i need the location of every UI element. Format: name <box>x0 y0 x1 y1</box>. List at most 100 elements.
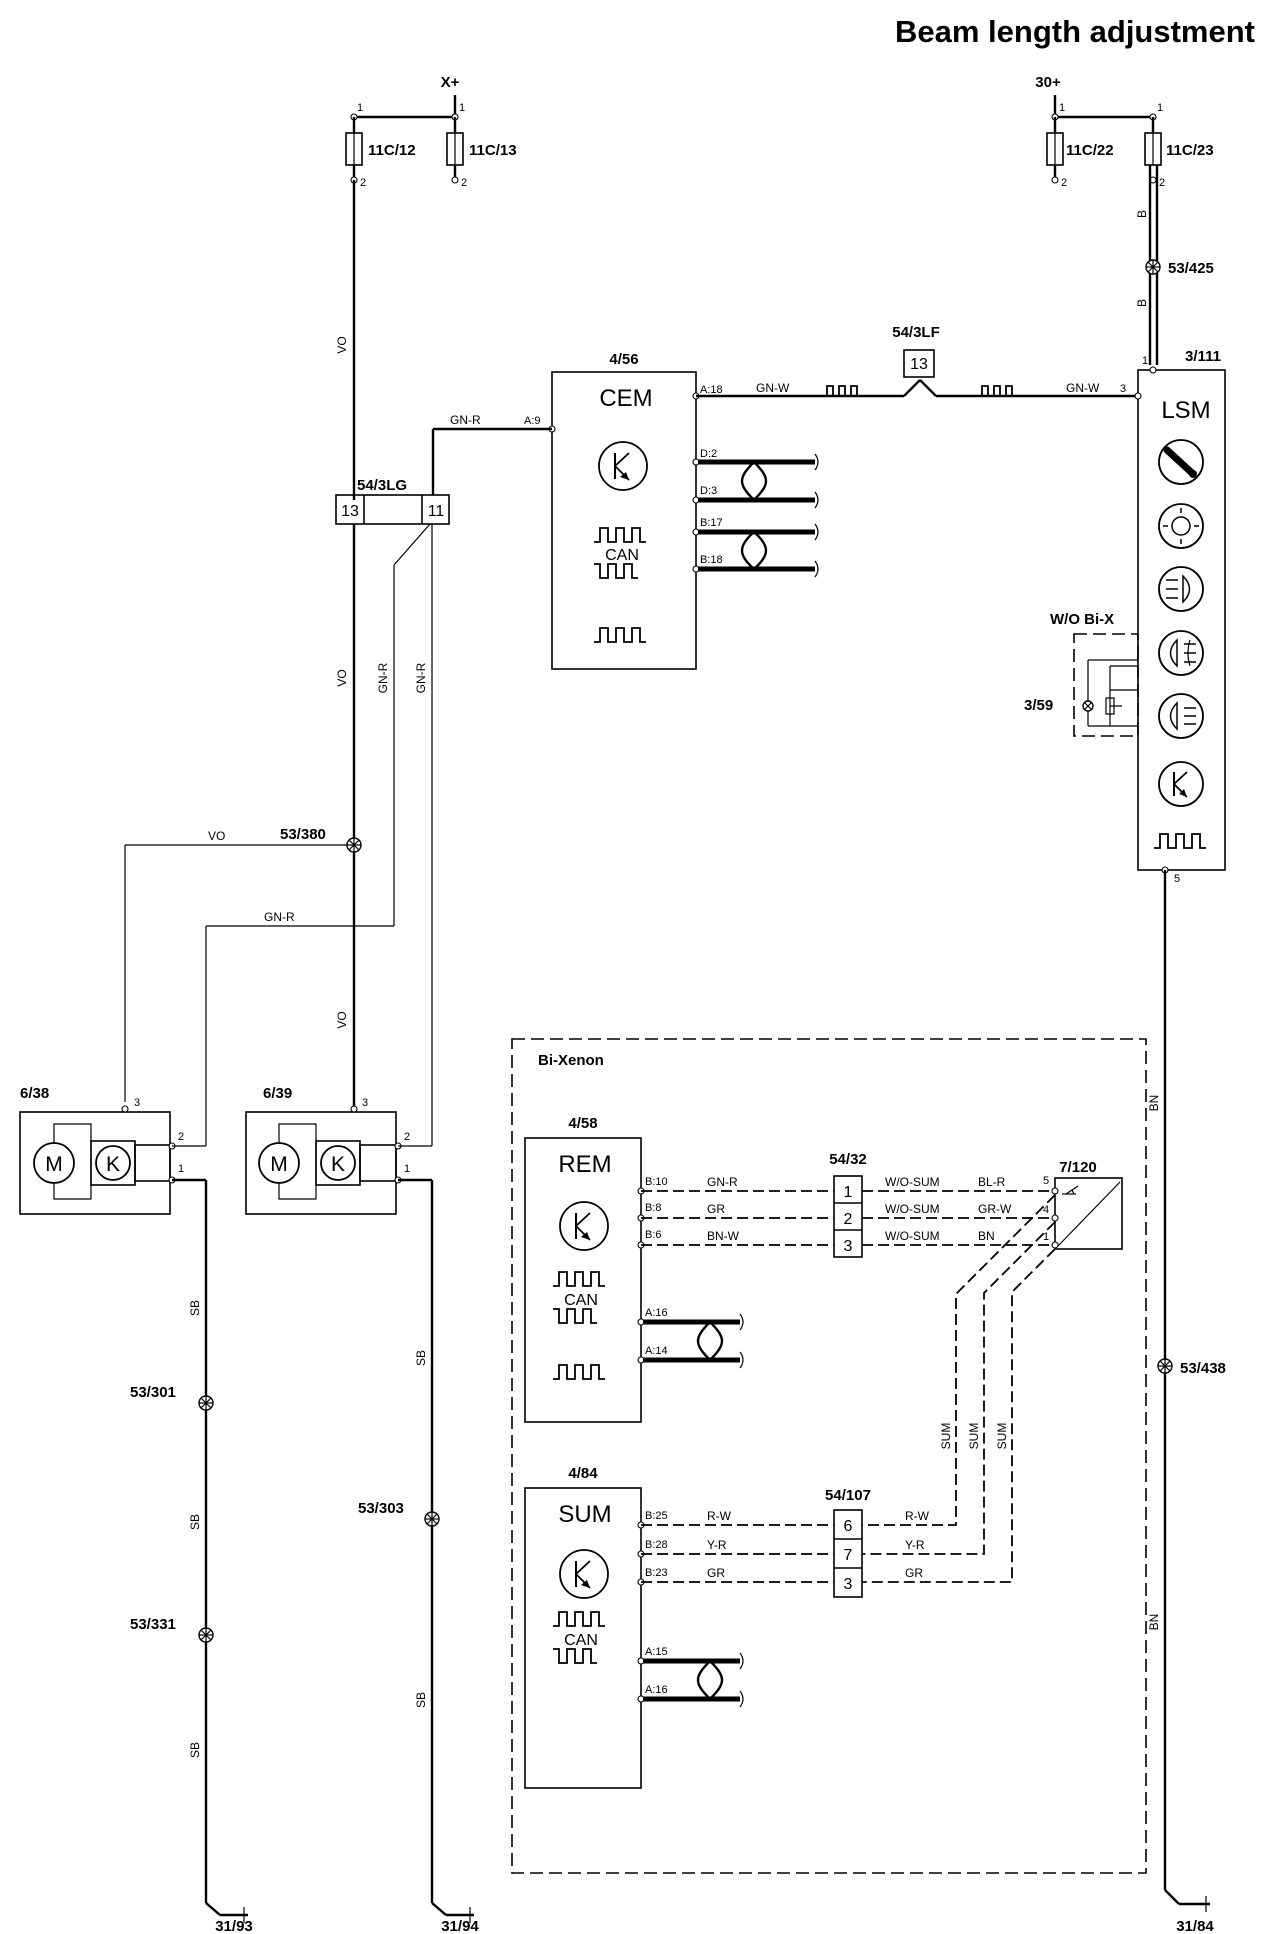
motor-6-38-label: 6/38 <box>20 1085 49 1102</box>
svg-text:B:23: B:23 <box>645 1567 668 1579</box>
splice-53-380-label: 53/380 <box>280 826 326 843</box>
svg-text:K: K <box>106 1153 120 1176</box>
fuse-11c23-icon <box>1144 132 1162 166</box>
rem-pulse-icon <box>553 1364 605 1380</box>
svg-text:1: 1 <box>1142 355 1148 367</box>
sensor-7-120 <box>1054 1177 1123 1250</box>
svg-text:BN: BN <box>1147 1095 1161 1112</box>
svg-text:13: 13 <box>341 503 359 520</box>
connector-54-3lf <box>903 349 935 378</box>
svg-text:R-W: R-W <box>905 1509 930 1523</box>
rem-ref: 4/58 <box>568 1115 597 1132</box>
cem-transistor-icon <box>598 441 648 491</box>
svg-text:BN: BN <box>978 1229 995 1243</box>
svg-text:4: 4 <box>1043 1204 1049 1216</box>
switch-3-59-label: 3/59 <box>1024 697 1053 714</box>
svg-text:A:14: A:14 <box>645 1345 668 1357</box>
svg-text:B:10: B:10 <box>645 1176 668 1188</box>
svg-text:Y-R: Y-R <box>905 1538 925 1552</box>
svg-text:GN-R: GN-R <box>414 662 428 693</box>
splice-53-301-label: 53/301 <box>130 1384 176 1401</box>
svg-text:SB: SB <box>188 1300 202 1316</box>
svg-text:GN-R: GN-R <box>376 662 390 693</box>
svg-text:1: 1 <box>357 102 363 114</box>
svg-text:3: 3 <box>844 1576 853 1593</box>
splice-53-425-label: 53/425 <box>1168 260 1214 277</box>
lsm-name: LSM <box>1161 397 1210 424</box>
fuse-11c13-label: 11C/13 <box>469 142 517 159</box>
sum-can-low-icon <box>553 1648 597 1664</box>
connector-54-107 <box>833 1509 863 1598</box>
svg-text:1: 1 <box>178 1163 184 1175</box>
rem-can-high-icon <box>553 1271 605 1287</box>
sum-name: SUM <box>558 1501 611 1528</box>
svg-text:B:8: B:8 <box>645 1202 662 1214</box>
svg-text:VO: VO <box>208 829 225 843</box>
sum-can-high-icon <box>553 1611 605 1627</box>
svg-text:B:25: B:25 <box>645 1510 668 1522</box>
sum-transistor-icon <box>559 1549 609 1599</box>
beam-motor-icon <box>1158 439 1204 485</box>
svg-text:1: 1 <box>1059 102 1065 114</box>
svg-text:VO: VO <box>335 669 349 686</box>
rem-name: REM <box>558 1151 611 1178</box>
svg-text:SB: SB <box>188 1742 202 1758</box>
rem-can-low-icon <box>553 1308 597 1324</box>
sum-can-label: CAN <box>564 1632 598 1649</box>
connector-54-32 <box>833 1175 863 1258</box>
page-title: Beam length adjustment <box>895 14 1255 49</box>
connector-54-3lf-label: 54/3LF <box>892 324 940 341</box>
svg-text:M: M <box>45 1153 63 1176</box>
svg-text:2: 2 <box>178 1131 184 1143</box>
svg-text:R-W: R-W <box>707 1509 732 1523</box>
svg-text:SB: SB <box>414 1350 428 1366</box>
splice-53-303 <box>424 1511 440 1527</box>
svg-text:SUM: SUM <box>939 1423 953 1450</box>
svg-text:GN-R: GN-R <box>450 413 481 427</box>
motor-6-39-label: 6/39 <box>263 1085 292 1102</box>
fuse-11c12-label: 11C/12 <box>368 142 416 159</box>
cem-can-label: CAN <box>605 547 639 564</box>
svg-text:3: 3 <box>362 1097 368 1109</box>
svg-text:GN-R: GN-R <box>707 1175 738 1189</box>
svg-text:GR: GR <box>707 1566 725 1580</box>
svg-text:D:2: D:2 <box>700 448 717 460</box>
connector-54-3lg <box>335 494 450 525</box>
svg-text:7: 7 <box>844 1547 853 1564</box>
svg-text:5: 5 <box>1043 1175 1049 1187</box>
svg-text:SB: SB <box>188 1514 202 1530</box>
svg-text:SUM: SUM <box>967 1423 981 1450</box>
svg-text:2: 2 <box>844 1211 853 1228</box>
svg-text:SB: SB <box>414 1692 428 1708</box>
cem-module <box>551 371 697 670</box>
svg-text:W/O-SUM: W/O-SUM <box>885 1175 940 1189</box>
rem-twisted-pairs: A:16 A:14 <box>637 1307 744 1369</box>
svg-text:2: 2 <box>1061 177 1067 189</box>
lamp-light-icon <box>1158 503 1204 549</box>
svg-text:W/O-SUM: W/O-SUM <box>885 1202 940 1216</box>
fuse-11c13-icon <box>446 132 464 166</box>
bi-xenon-label: Bi-Xenon <box>538 1052 604 1069</box>
supply-x-plus: X+ <box>441 74 460 91</box>
svg-text:B:18: B:18 <box>700 554 723 566</box>
cem-name: CEM <box>599 385 652 412</box>
fog-lamp-rear-icon <box>1158 693 1204 739</box>
lsm-ref: 3/111 <box>1185 348 1221 365</box>
svg-text:BN-W: BN-W <box>707 1229 740 1243</box>
splice-53-301 <box>198 1395 214 1411</box>
cem-can-low-icon <box>594 563 638 579</box>
rem-can-label: CAN <box>564 1292 598 1309</box>
splice-53-331 <box>198 1627 214 1643</box>
pulse-signal-icon <box>1154 833 1206 849</box>
supply-30-plus: 30+ <box>1035 74 1061 91</box>
cem-ref: 4/56 <box>609 351 638 368</box>
fuse-11c22-icon <box>1046 132 1064 166</box>
svg-text:VO: VO <box>335 336 349 353</box>
svg-text:A:15: A:15 <box>645 1646 668 1658</box>
splice-53-303-label: 53/303 <box>358 1500 404 1517</box>
svg-text:6: 6 <box>844 1518 853 1535</box>
svg-text:3: 3 <box>134 1097 140 1109</box>
cem-twisted-pairs: D:2 D:3 B:17 B:18 <box>692 448 819 578</box>
splice-53-380 <box>346 837 362 853</box>
